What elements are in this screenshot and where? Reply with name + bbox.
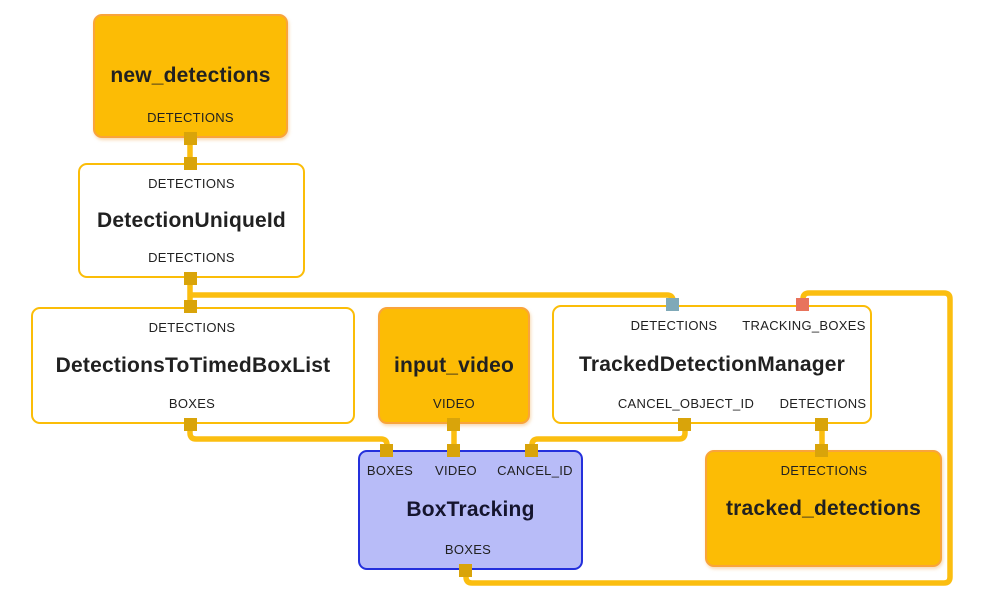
port-stub-boxtracking-boxes-out: [459, 564, 472, 577]
port-stub-uniqueid-in: [184, 157, 197, 170]
port-stub-new-detections-out: [184, 132, 197, 145]
port-stub-boxtracking-cancel-id-in: [525, 444, 538, 457]
node-box-tracking[interactable]: BOXES VIDEO CANCEL_ID BoxTracking BOXES: [358, 450, 583, 570]
node-title: tracked_detections: [725, 496, 922, 520]
port-stub-manager-tracking-boxes-in: [796, 298, 809, 311]
node-title: new_detections: [110, 64, 271, 87]
port-label-cancel-object-id-out: CANCEL_OBJECT_ID: [617, 396, 755, 411]
port-stub-manager-detections-in: [666, 298, 679, 311]
port-label-boxes-in: BOXES: [366, 463, 414, 478]
node-new-detections[interactable]: new_detections DETECTIONS: [93, 14, 288, 138]
node-title: DetectionUniqueId: [97, 208, 286, 232]
node-detections-to-timed-box-list[interactable]: DETECTIONS DetectionsToTimedBoxList BOXE…: [31, 307, 355, 424]
port-stub-boxtracking-boxes-in: [380, 444, 393, 457]
edge-boxtracking-loopback-to-manager: [463, 290, 953, 586]
port-stub-input-video-out: [447, 418, 460, 431]
port-label-tracking-boxes-in: TRACKING_BOXES: [742, 318, 866, 333]
node-title: BoxTracking: [406, 498, 535, 521]
port-label-detections-out: DETECTIONS: [147, 110, 234, 125]
port-label-video-out: VIDEO: [433, 396, 475, 411]
port-label-detections-in: DETECTIONS: [148, 176, 235, 191]
node-title: TrackedDetectionManager: [578, 352, 846, 376]
port-stub-boxtracking-video-in: [447, 444, 460, 457]
node-detection-unique-id[interactable]: DETECTIONS DetectionUniqueId DETECTIONS: [78, 163, 305, 278]
node-tracked-detections[interactable]: DETECTIONS tracked_detections: [705, 450, 942, 567]
port-label-boxes-out: BOXES: [168, 396, 216, 411]
port-label-cancel-id-in: CANCEL_ID: [497, 463, 573, 478]
port-label-boxes-out: BOXES: [444, 542, 492, 557]
edge-cancelid-to-boxtracking: [529, 422, 688, 452]
port-stub-timedboxlist-out: [184, 418, 197, 431]
port-label-detections-in: DETECTIONS: [780, 463, 868, 478]
node-title: input_video: [393, 353, 515, 377]
edge-boxes-to-boxtracking: [187, 422, 390, 452]
port-stub-manager-cancel-object-id-out: [678, 418, 691, 431]
port-label-detections-in: DETECTIONS: [148, 320, 236, 335]
port-stub-manager-detections-out: [815, 418, 828, 431]
port-label-video-in: VIDEO: [435, 463, 477, 478]
port-label-detections-out: DETECTIONS: [148, 250, 235, 265]
port-stub-timedboxlist-in: [184, 300, 197, 313]
port-stub-tracked-detections-in: [815, 444, 828, 457]
port-label-detections-in: DETECTIONS: [630, 318, 718, 333]
port-label-detections-out: DETECTIONS: [779, 396, 867, 411]
node-tracked-detection-manager[interactable]: DETECTIONS TRACKING_BOXES TrackedDetecti…: [552, 305, 872, 424]
port-stub-uniqueid-out: [184, 272, 197, 285]
node-title: DetectionsToTimedBoxList: [55, 353, 331, 377]
node-input-video[interactable]: input_video VIDEO: [378, 307, 530, 424]
